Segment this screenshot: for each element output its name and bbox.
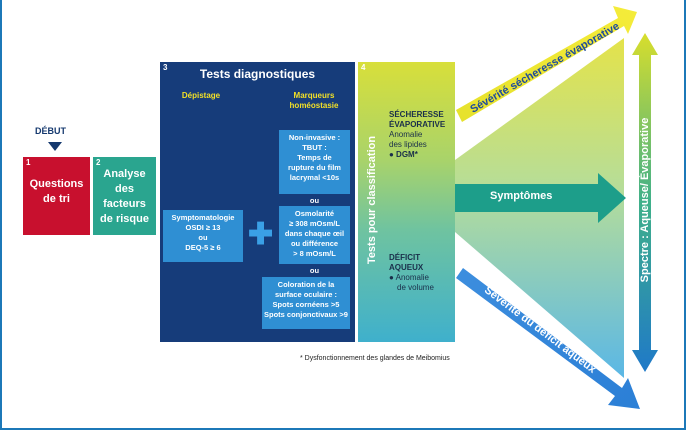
footnote: * Dysfonctionnement des glandes de Meibo… <box>300 355 450 362</box>
staining-marker-box: Coloration de la surface oculaire : Spot… <box>262 277 350 329</box>
symptoms-label: Symptômes <box>490 190 553 202</box>
block-line: ● Anomalie <box>389 273 429 282</box>
step2-line: facteurs <box>103 198 146 210</box>
spectrum-label: Spectre : Aqueuse/ Évaporative <box>639 117 651 283</box>
start-arrow-icon <box>48 142 62 151</box>
aqueous-deficit-block: DÉFICIT AQUEUX ● Anomalie de volume <box>389 253 434 293</box>
step-number: 3 <box>163 63 168 72</box>
step2-line: Analyse <box>103 168 146 180</box>
box-line: Spots cornéens >5 <box>272 300 340 309</box>
box-line: TBUT : <box>302 143 327 152</box>
tbut-marker-box: Non-invasive : TBUT : Temps de rupture d… <box>279 130 350 194</box>
classification-vertical-title: Tests pour classification <box>366 135 378 265</box>
box-line: Spots conjonctivaux >9 <box>264 310 348 319</box>
symptoms-arrow <box>455 173 626 223</box>
box-line: Non-invasive : <box>288 133 341 142</box>
box-line: DEQ-5 ≥ 6 <box>185 243 221 252</box>
block-line: ● DGM* <box>389 150 418 159</box>
start-label: DÉBUT <box>35 126 66 136</box>
box-line: Temps de <box>297 153 332 162</box>
diagnostic-title: Tests diagnostiques <box>199 67 316 81</box>
evaporative-dry-eye-block: SÉCHERESSE ÉVAPORATIVE Anomalie des lipi… <box>389 110 445 160</box>
box-line: Symptomatologie <box>171 213 235 222</box>
step1-screening-questions-box: 1 Questions de tri <box>23 157 90 235</box>
block-line: ÉVAPORATIVE <box>389 120 446 129</box>
box-line: ou <box>198 233 208 242</box>
block-line: DÉFICIT <box>389 253 421 262</box>
screening-label: Dépistage <box>181 91 221 100</box>
box-line: surface oculaire : <box>274 290 338 299</box>
box-line: ou différence <box>290 239 339 248</box>
step4-classification-panel: 4 <box>358 62 455 342</box>
block-line: SÉCHERESSE <box>389 110 444 119</box>
block-line: AQUEUX <box>389 263 424 272</box>
block-line: Anomalie <box>389 130 423 139</box>
evaporative-severity-arrow <box>456 6 637 122</box>
or-label: ou <box>309 196 320 205</box>
plus-icon: ✚ <box>248 218 274 251</box>
block-line: des lipides <box>389 140 427 149</box>
box-line: ≥ 308 mOsm/L <box>289 219 340 228</box>
block-line: de volume <box>397 283 434 292</box>
step-number: 1 <box>26 158 31 167</box>
box-line: Coloration de la <box>277 280 335 289</box>
box-line: OSDI ≥ 13 <box>185 223 221 232</box>
spectrum-arrow <box>632 33 658 372</box>
box-line: > 8 mOsm/L <box>293 249 336 258</box>
step2-risk-factors-box: 2 Analyse des facteurs de risque <box>93 157 156 235</box>
box-line: rupture du film <box>288 163 341 172</box>
or-label: ou <box>309 266 320 275</box>
step1-line: de tri <box>43 193 70 205</box>
aqueous-severity-arrow <box>456 268 640 409</box>
step-number: 2 <box>96 158 101 167</box>
markers-label-line: homéostasie <box>289 101 339 110</box>
box-line: lacrymal <10s <box>289 173 340 182</box>
osmolarity-marker-box: Osmolarité ≥ 308 mOsm/L dans chaque œil … <box>279 206 350 264</box>
step-number: 4 <box>361 63 366 72</box>
symptomatology-box: Symptomatologie OSDI ≥ 13 ou DEQ-5 ≥ 6 <box>163 210 243 262</box>
step1-line: Questions <box>29 178 84 190</box>
step2-line: des <box>115 183 134 195</box>
markers-label: Marqueurs homéostasie <box>278 91 350 111</box>
box-line: dans chaque œil <box>284 229 345 238</box>
step2-line: de risque <box>100 213 149 225</box>
markers-label-line: Marqueurs <box>293 91 335 100</box>
box-line: Osmolarité <box>294 209 335 218</box>
